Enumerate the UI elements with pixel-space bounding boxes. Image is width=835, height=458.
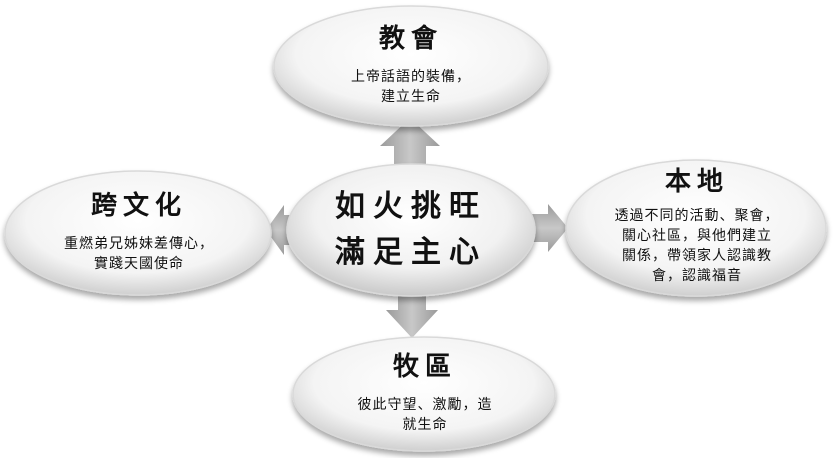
top-ellipse xyxy=(273,5,549,127)
node-pastoral-zone: 牧區 彼此守望、激勵，造 就生命 xyxy=(294,340,556,448)
node-local-desc: 透過不同的活動、聚會， 關心社區，與他們建立 關係，帶領家人認識教 會，認識福音 xyxy=(614,208,780,285)
center-line-1: 如火挑旺 xyxy=(335,189,487,224)
center-ellipse xyxy=(286,163,536,297)
arrow-right xyxy=(532,204,568,252)
node-center: 如火挑旺 滿足主心 xyxy=(290,168,532,292)
arrow-up xyxy=(380,118,440,176)
node-cross-culture-title: 跨文化 xyxy=(90,190,187,221)
node-pastoral-zone-title: 牧區 xyxy=(392,351,457,382)
center-line-2: 滿足主心 xyxy=(335,235,487,270)
left-ellipse xyxy=(4,170,272,296)
node-cross-culture: 跨文化 重燃弟兄姊妹差傳心， 實踐天國使命 xyxy=(8,178,270,288)
node-cross-culture-desc: 重燃弟兄姊妹差傳心， 實踐天國使命 xyxy=(64,236,214,273)
node-church-title: 教會 xyxy=(378,23,443,54)
right-ellipse xyxy=(565,159,827,297)
node-local: 本地 透過不同的活動、聚會， 關心社區，與他們建立 關係，帶領家人認識教 會，認… xyxy=(570,160,824,294)
node-church: 教會 上帝話語的裝備， 建立生命 xyxy=(276,10,546,122)
bottom-ellipse xyxy=(292,336,556,452)
arrow-down xyxy=(386,284,438,338)
arrow-left xyxy=(266,205,292,255)
node-church-desc: 上帝話語的裝備， 建立生命 xyxy=(351,69,471,106)
node-local-title: 本地 xyxy=(664,166,729,197)
node-pastoral-zone-desc: 彼此守望、激勵，造 就生命 xyxy=(357,397,493,434)
